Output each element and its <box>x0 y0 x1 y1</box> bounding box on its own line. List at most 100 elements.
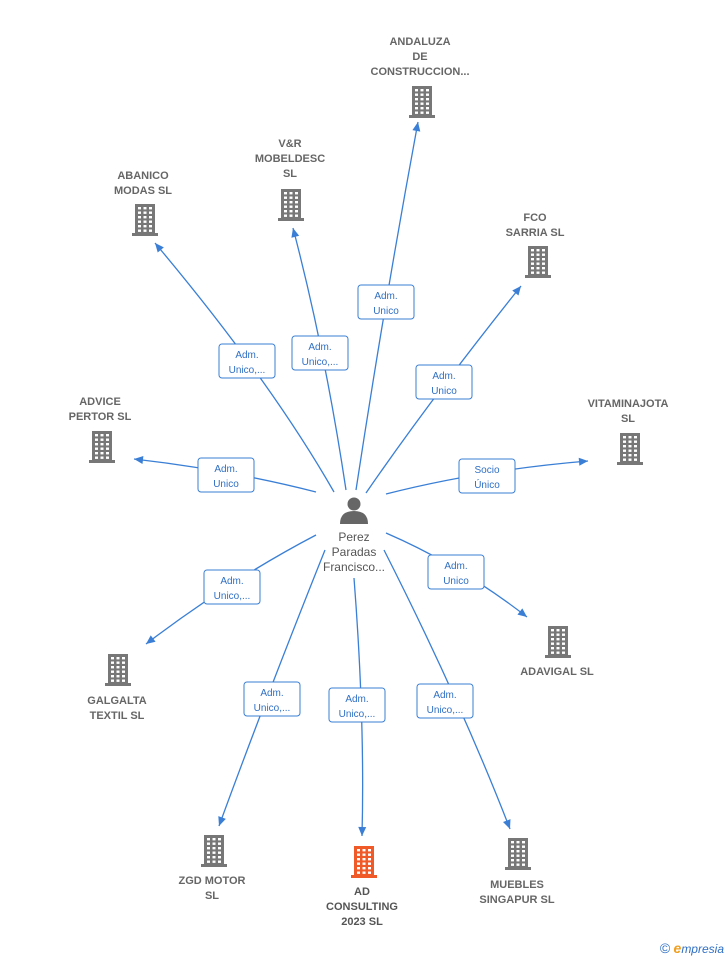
role-text: Adm.Unico <box>443 561 469 587</box>
company-label: VITAMINAJOTA SL <box>588 398 669 425</box>
role-label-adconsulting[interactable]: Adm.Unico,... <box>328 687 386 723</box>
building-icon[interactable] <box>505 838 531 870</box>
company-label-line: CONSTRUCCION... <box>371 66 470 78</box>
role-text-line: Unico,... <box>254 703 291 714</box>
role-label-andaluza[interactable]: Adm. Unico <box>357 284 415 320</box>
building-icon[interactable] <box>525 246 551 278</box>
company-node-advice[interactable]: ADVICE PERTOR SL <box>69 396 132 463</box>
role-box <box>328 687 386 723</box>
role-box <box>415 364 473 400</box>
role-label-advice[interactable]: Adm.Unico <box>197 457 255 493</box>
company-node-vitaminajota[interactable]: VITAMINAJOTA SL <box>588 398 669 465</box>
company-label-line: V&R <box>278 138 301 150</box>
building-icon[interactable] <box>105 654 131 686</box>
arrowhead-icon <box>146 635 156 644</box>
arrowhead-icon <box>218 816 226 826</box>
company-label-line: PERTOR SL <box>69 411 132 423</box>
company-label-line: VITAMINAJOTA <box>588 398 669 410</box>
role-text-line: Unico <box>373 306 399 317</box>
brand-initial: e <box>673 940 682 956</box>
role-label-vr[interactable]: Adm.Unico,... <box>291 335 349 371</box>
arrowhead-icon <box>512 286 521 296</box>
role-text: Adm.Unico,... <box>302 342 339 368</box>
role-text-line: Unico,... <box>339 709 376 720</box>
role-text-line: Unico,... <box>427 705 464 716</box>
role-text: Adm.Unico,... <box>229 350 266 376</box>
role-label-zgd[interactable]: Adm. Unico,... <box>243 681 301 717</box>
role-box <box>357 284 415 320</box>
building-icon[interactable] <box>132 204 158 236</box>
company-label-line: ADVICE <box>79 396 121 408</box>
person-label-line: Francisco... <box>323 560 385 574</box>
building-icon[interactable] <box>409 86 435 118</box>
copyright-icon: © <box>659 940 671 956</box>
company-label-line: ADAVIGAL SL <box>520 666 594 678</box>
company-label-line: MODAS SL <box>114 185 172 197</box>
company-label: ADAVIGAL SL <box>520 666 594 678</box>
company-label: MUEBLES SINGAPUR SL <box>479 879 554 906</box>
role-text-line: Adm. <box>260 688 283 699</box>
company-label-line: SL <box>621 413 635 425</box>
edge-adavigal: Adm.Unico <box>385 532 528 618</box>
edge-adconsulting: Adm.Unico,... <box>328 577 386 837</box>
company-node-muebles[interactable]: MUEBLES SINGAPUR SL <box>479 838 555 906</box>
role-text: Adm.Unico,... <box>214 576 251 602</box>
role-box <box>427 554 485 590</box>
building-icon[interactable] <box>617 433 643 465</box>
footer-brand[interactable]: © empresia <box>660 940 724 956</box>
role-label-galgalta[interactable]: Adm.Unico,... <box>203 569 261 605</box>
edge-fco: Adm. Unico <box>365 285 522 494</box>
arrowhead-icon <box>291 228 300 238</box>
role-text-line: Adm. <box>433 690 456 701</box>
arrowhead-icon <box>412 122 421 132</box>
role-text: Adm. Unico,... <box>427 690 464 716</box>
arrowhead-icon <box>517 608 527 617</box>
role-text-line: Adm. <box>220 576 243 587</box>
role-label-muebles[interactable]: Adm. Unico,... <box>416 683 474 719</box>
person-label-line: Paradas <box>332 545 377 559</box>
building-icon[interactable] <box>278 189 304 221</box>
company-node-adavigal[interactable]: ADAVIGAL SL <box>520 626 594 678</box>
company-label-line: SL <box>205 890 219 902</box>
role-label-fco[interactable]: Adm.Unico <box>415 364 473 400</box>
company-label: GALGALTA TEXTIL SL <box>87 695 147 722</box>
company-label-line: TEXTIL SL <box>90 710 145 722</box>
building-icon[interactable] <box>89 431 115 463</box>
role-box <box>197 457 255 493</box>
arrowhead-icon <box>503 819 511 829</box>
person-icon[interactable] <box>340 497 368 525</box>
company-label-line: MUEBLES <box>490 879 544 891</box>
role-text-line: Adm. <box>235 350 258 361</box>
brand-name: mpresia <box>681 942 724 956</box>
role-text-line: Unico <box>431 386 457 397</box>
edge-vr: Adm.Unico,... <box>291 227 349 491</box>
building-icon[interactable] <box>545 626 571 658</box>
building-icon[interactable] <box>351 846 377 878</box>
role-label-abanico[interactable]: Adm.Unico,... <box>218 343 276 379</box>
company-label-line: MOBELDESC <box>255 153 325 165</box>
role-box <box>243 681 301 717</box>
arrowhead-icon <box>134 456 144 464</box>
role-label-adavigal[interactable]: Adm.Unico <box>427 554 485 590</box>
role-text-line: Adm. <box>374 291 397 302</box>
role-text: Adm.Unico,... <box>339 694 376 720</box>
company-label-line: SINGAPUR SL <box>479 894 554 906</box>
company-label-line: GALGALTA <box>87 695 147 707</box>
role-text-line: Adm. <box>308 342 331 353</box>
building-icon[interactable] <box>201 835 227 867</box>
company-node-galgalta[interactable]: GALGALTA TEXTIL SL <box>87 654 147 722</box>
